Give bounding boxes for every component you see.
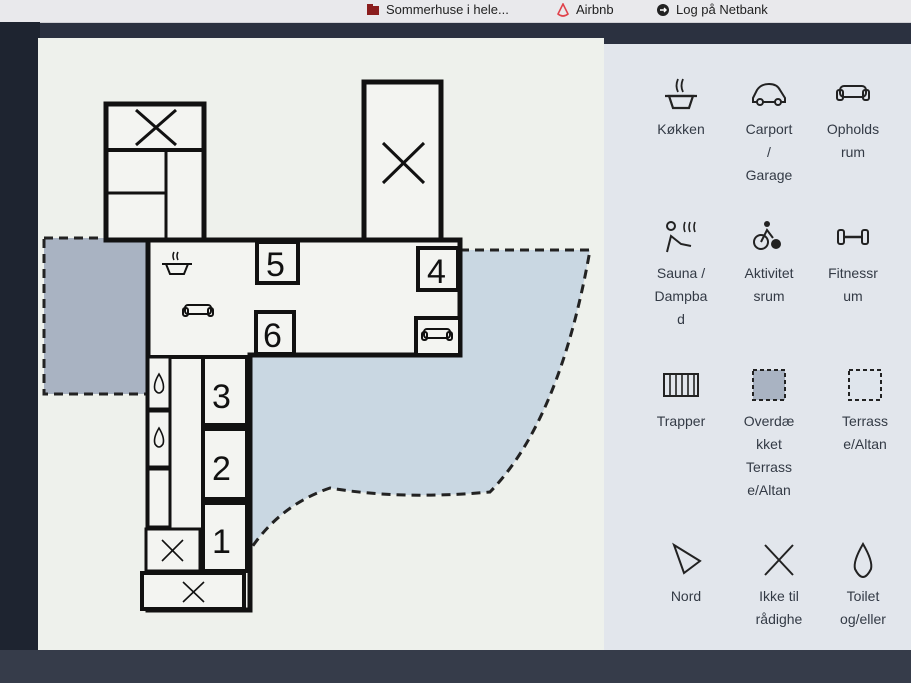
legend-label: Ikke til rådighe xyxy=(755,588,803,627)
netbank-icon xyxy=(656,3,670,17)
legend-label: Terrass e/Altan xyxy=(842,413,888,452)
north-arrow-icon xyxy=(672,542,702,575)
legend-item-stairs: Trapper xyxy=(633,366,729,433)
room-box-6 xyxy=(254,310,296,356)
not-available-icon xyxy=(161,539,184,562)
not-available-icon xyxy=(182,581,205,603)
room-box-3 xyxy=(201,355,249,427)
terrace-right-outline xyxy=(248,248,592,551)
bookmark-netbank[interactable]: Log på Netbank xyxy=(656,2,768,17)
not-available-icon xyxy=(764,544,794,576)
legend-label: Carport / Garage xyxy=(745,121,793,183)
legend-item-living-room: Opholds rum xyxy=(805,74,901,164)
legend-label: Fitnessr um xyxy=(828,265,878,304)
legend-item-toilet: Toilet og/eller xyxy=(815,541,911,631)
dumbbell-icon xyxy=(837,229,869,245)
airbnb-icon xyxy=(556,1,570,17)
not-available-icon xyxy=(381,141,426,185)
legend-item-sauna: Sauna / Dampba d xyxy=(633,218,729,331)
car-icon xyxy=(752,82,786,106)
sofa-icon xyxy=(421,328,453,341)
kitchen-icon xyxy=(665,78,697,110)
top-left-block xyxy=(103,101,207,243)
legend-label: Toilet og/eller xyxy=(840,588,886,627)
legend-item-north: Nord xyxy=(638,541,734,608)
bookmark-sommerhuse[interactable]: Sommerhuse i hele... xyxy=(366,2,509,17)
toilet-room-1 xyxy=(146,355,172,411)
floorplan-drawing: 5 4 6 3 2 1 xyxy=(42,79,592,613)
screen-bezel-left xyxy=(0,22,40,683)
room-box-2 xyxy=(201,427,249,501)
legend-label: Nord xyxy=(670,588,702,604)
room-box-5 xyxy=(255,240,300,285)
legend-label: Overdæ kket Terrass e/Altan xyxy=(743,413,795,498)
legend-item-kitchen: Køkken xyxy=(633,74,729,141)
room-number-3: 3 xyxy=(212,378,231,416)
legend-item-terrace: Terrass e/Altan xyxy=(817,366,911,456)
bookmark-label: Sommerhuse i hele... xyxy=(386,2,509,17)
covered-terrace-icon xyxy=(752,369,786,401)
bookmark-airbnb[interactable]: Airbnb xyxy=(556,1,614,17)
room-box-1 xyxy=(201,501,249,573)
bookmark-label: Log på Netbank xyxy=(676,2,768,17)
covered-terrace-left xyxy=(42,236,150,396)
activity-icon xyxy=(753,221,781,250)
terrace-icon xyxy=(848,369,882,401)
sofa-icon xyxy=(836,85,870,101)
legend-item-fitness: Fitnessr um xyxy=(805,218,901,308)
stairs-icon xyxy=(663,373,699,397)
toilet-icon xyxy=(153,372,165,394)
sauna-icon xyxy=(666,221,696,253)
room-number-2: 2 xyxy=(212,450,231,488)
small-room xyxy=(146,467,172,529)
sofa-icon xyxy=(182,304,214,317)
top-right-block xyxy=(361,79,444,243)
legend-label: Køkken xyxy=(657,121,705,137)
room-box-4 xyxy=(416,246,460,292)
not-available-icon xyxy=(135,108,177,147)
legend-item-covered-terrace: Overdæ kket Terrass e/Altan xyxy=(721,366,817,502)
screen-bezel-bottom xyxy=(0,650,911,683)
toilet-icon xyxy=(153,426,165,448)
legend-item-activity: Aktivitet srum xyxy=(721,218,817,308)
bookmarks-bar: Sommerhuse i hele... Airbnb Log på Netba… xyxy=(0,0,911,23)
legend-item-carport: Carport / Garage xyxy=(721,74,817,187)
kitchen-icon xyxy=(162,251,192,275)
room-number-6: 6 xyxy=(263,317,282,355)
legend-item-not-available: Ikke til rådighe xyxy=(731,541,827,631)
room-number-1: 1 xyxy=(212,523,231,561)
legend-label: Trapper xyxy=(656,413,706,429)
toilet-room-2 xyxy=(146,409,172,469)
terrace-right xyxy=(250,250,590,550)
legend-label: Sauna / Dampba d xyxy=(654,265,708,327)
toilet-icon xyxy=(853,542,873,579)
bookmark-label: Airbnb xyxy=(576,2,614,17)
room-number-4: 4 xyxy=(427,253,446,291)
legend-label: Opholds rum xyxy=(826,121,880,160)
room-number-5: 5 xyxy=(266,246,285,284)
legend-label: Aktivitet srum xyxy=(744,265,794,304)
folder-icon xyxy=(366,3,380,17)
